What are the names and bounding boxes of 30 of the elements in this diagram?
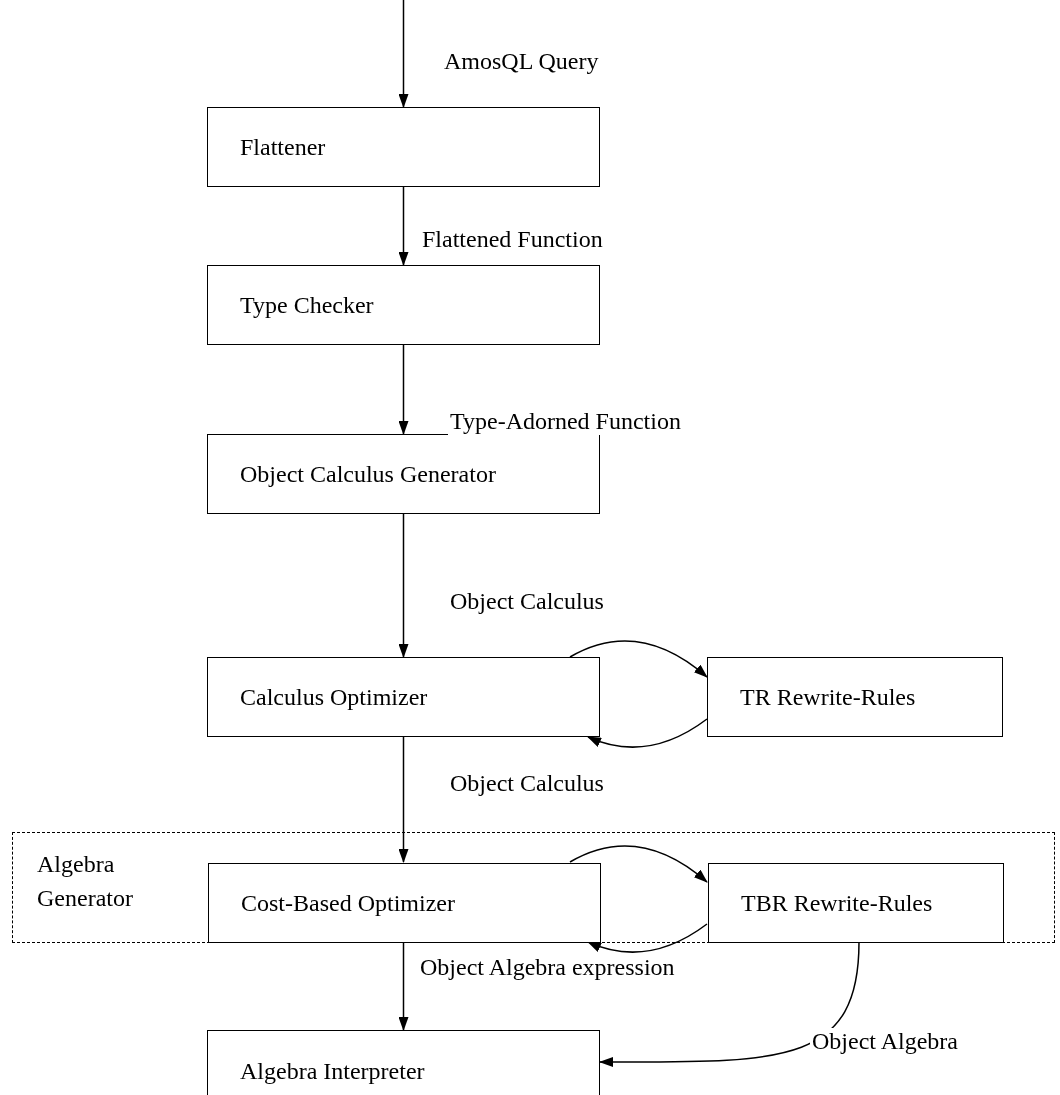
box-label: Algebra Interpreter xyxy=(240,1057,425,1084)
process-box xyxy=(207,107,600,187)
box-label: Object Calculus Generator xyxy=(240,460,496,488)
process-box xyxy=(207,657,600,737)
process-box xyxy=(708,863,1004,943)
arrow xyxy=(587,923,708,953)
process-box xyxy=(207,1030,600,1095)
box-label: TR Rewrite-Rules xyxy=(740,683,916,711)
process-box xyxy=(208,863,601,943)
arrow xyxy=(398,186,409,266)
process-box xyxy=(707,657,1003,737)
arrow xyxy=(599,941,860,1067)
process-box xyxy=(207,265,600,345)
dashed-group-region xyxy=(12,832,1055,943)
process-box xyxy=(207,434,600,514)
arrow xyxy=(398,0,409,108)
arrow xyxy=(569,640,708,678)
box-label: Algebra Generator xyxy=(37,850,134,913)
arrow xyxy=(398,513,409,658)
arrow xyxy=(398,941,409,1031)
arrow xyxy=(398,736,409,863)
arrow xyxy=(569,845,708,883)
box-label: TBR Rewrite-Rules xyxy=(741,889,933,917)
box-label: Flattener xyxy=(240,133,326,161)
box-label: Calculus Optimizer xyxy=(240,683,428,711)
arrow xyxy=(587,718,708,748)
arrow xyxy=(398,344,409,435)
box-label: Cost-Based Optimizer xyxy=(241,889,455,917)
box-label: Type Checker xyxy=(240,291,374,319)
edge-label: Object Algebra xyxy=(810,1028,960,1055)
